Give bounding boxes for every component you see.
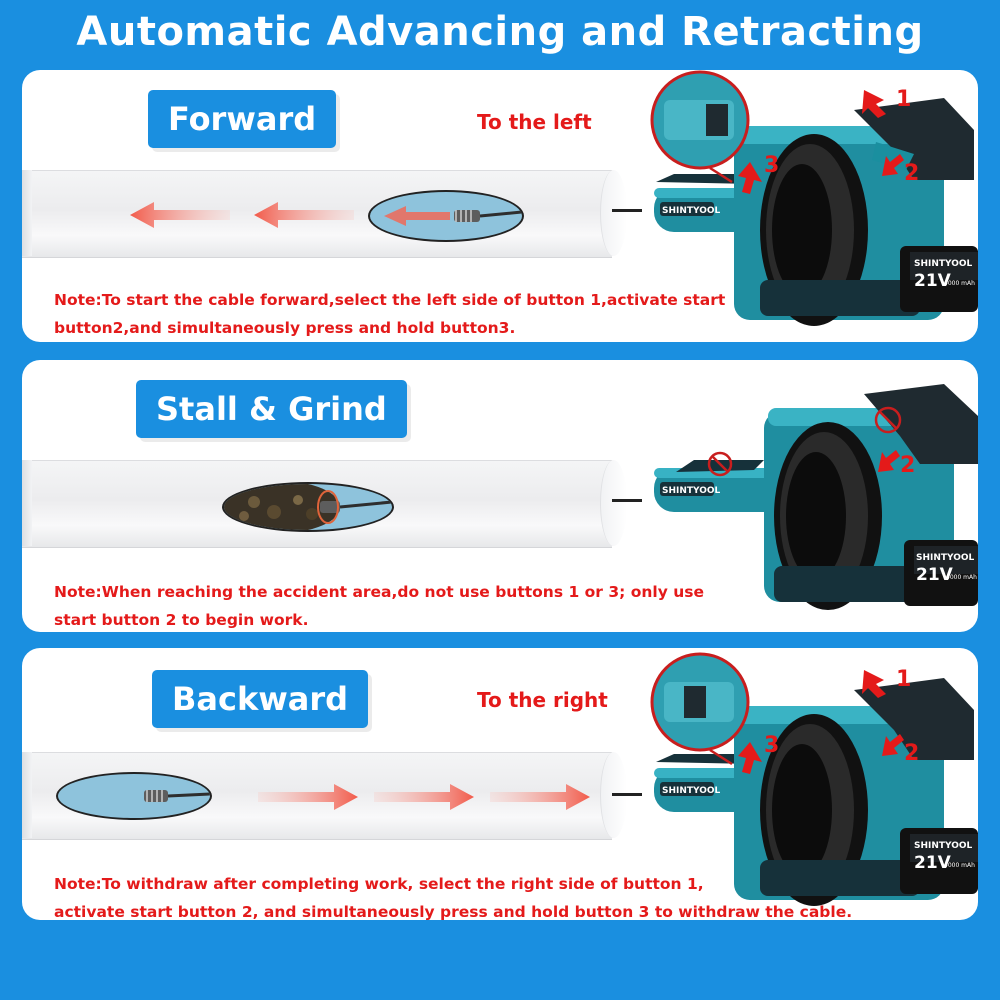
arrow-left-icon <box>130 202 230 228</box>
arrow-right-icon <box>490 784 590 810</box>
drain-machine-illustration: SHINTYOOL SHINTYOOL 21V 4000 mAh 2 <box>654 384 978 610</box>
battery-voltage-label: 21V <box>914 271 952 291</box>
prohibited-icon <box>874 406 902 434</box>
instruction-note: Note:When reaching the accident area,do … <box>54 578 704 632</box>
callout-1: 1 <box>896 87 911 112</box>
arrow-left-icon <box>254 202 354 228</box>
note-line: activate start button 2, and simultaneou… <box>54 903 853 920</box>
section-forward: Forward To the left SHINTYOOL <box>22 70 978 342</box>
cable-head-lens <box>56 772 212 820</box>
direction-label: To the right <box>477 688 608 712</box>
battery-brand-label: SHINTYOOL <box>914 259 973 269</box>
cable-head-lens <box>368 190 524 242</box>
arrow-right-icon <box>374 784 474 810</box>
battery-capacity-label: 4000 mAh <box>944 862 975 869</box>
prohibited-icon <box>707 451 733 477</box>
callout-2: 2 <box>904 741 919 766</box>
drain-machine-illustration: SHINTYOOL SHINTYOOL 21V 4000 mAh 1 2 3 <box>650 652 978 906</box>
arrow-right-icon <box>258 784 358 810</box>
note-line: Note:To withdraw after completing work, … <box>54 875 704 893</box>
battery-capacity-label: 4000 mAh <box>944 280 975 287</box>
note-line: Note:To start the cable forward,select t… <box>54 291 726 309</box>
callout-1: 1 <box>896 667 911 692</box>
brand-label: SHINTYOOL <box>662 786 721 796</box>
direction-label: To the left <box>477 110 592 134</box>
instruction-note: Note:To withdraw after completing work, … <box>54 870 852 920</box>
callout-3: 3 <box>764 733 779 758</box>
callout-3: 3 <box>764 153 779 178</box>
section-backward: Backward To the right SHINTYOOL <box>22 648 978 920</box>
callout-2: 2 <box>904 161 919 186</box>
note-line: start button 2 to begin work. <box>54 611 309 629</box>
section-heading: Backward <box>152 670 369 728</box>
section-stall-grind: Stall & Grind SHINTYOOL <box>22 360 978 632</box>
note-line: button2,and simultaneously press and hol… <box>54 319 516 337</box>
battery-capacity-label: 4000 mAh <box>946 574 977 581</box>
callout-2: 2 <box>900 453 915 478</box>
battery-brand-label: SHINTYOOL <box>916 553 975 563</box>
brand-label: SHINTYOOL <box>662 206 721 216</box>
note-line: Note:When reaching the accident area,do … <box>54 583 704 601</box>
page-title: Automatic Advancing and Retracting <box>76 9 924 55</box>
section-heading: Stall & Grind <box>136 380 407 438</box>
clog-lens <box>222 482 394 532</box>
battery-voltage-label: 21V <box>914 853 952 873</box>
brand-label: SHINTYOOL <box>662 486 721 496</box>
drain-machine-illustration: SHINTYOOL SHINTYOOL 21V 4000 mAh 1 2 3 <box>650 70 978 326</box>
instruction-note: Note:To start the cable forward,select t… <box>54 286 725 342</box>
battery-brand-label: SHINTYOOL <box>914 841 973 851</box>
section-heading: Forward <box>148 90 337 148</box>
battery-voltage-label: 21V <box>916 565 954 585</box>
